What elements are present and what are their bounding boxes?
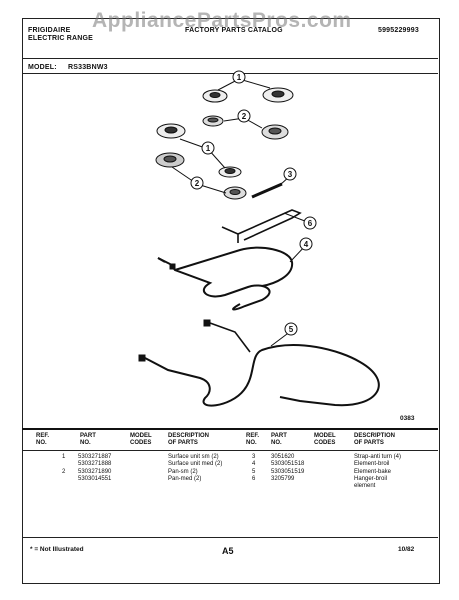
- header-divider: [22, 58, 438, 59]
- product-label: ELECTRIC RANGE: [28, 35, 94, 42]
- part-no-header: PART NO.: [271, 433, 287, 446]
- surface-unit-sm: [218, 166, 242, 178]
- catalog-number: 5995229993: [378, 27, 419, 34]
- model-label: MODEL:: [28, 64, 57, 71]
- callout-2-left: 2: [190, 176, 204, 190]
- element-bake: [144, 344, 380, 407]
- table-top-rule: [22, 428, 438, 430]
- callout-6: 6: [303, 216, 317, 230]
- description-header: DESCRIPTION OF PARTS: [168, 433, 210, 446]
- header-underline: [22, 450, 438, 451]
- page-number: A5: [222, 546, 234, 556]
- surface-unit-med: [156, 123, 186, 139]
- model-value: RS33BNW3: [68, 64, 108, 71]
- catalog-date: 10/82: [398, 546, 415, 553]
- figure-code: 0383: [400, 415, 415, 422]
- catalog-title: FACTORY PARTS CATALOG: [185, 27, 283, 34]
- pan-med: [155, 152, 185, 168]
- callout-1-top: 1: [232, 70, 246, 84]
- surface-unit-med: [262, 87, 294, 103]
- part-no-header: PART NO.: [80, 433, 96, 446]
- ref-no-header: REF. NO.: [246, 433, 260, 446]
- svg-text:2: 2: [195, 179, 200, 188]
- callout-2-top: 2: [237, 109, 251, 123]
- surface-unit-sm: [202, 89, 228, 103]
- brand-label: FRIGIDAIRE: [28, 27, 71, 34]
- svg-text:2: 2: [242, 112, 247, 121]
- page-frame: [22, 18, 440, 584]
- pan-med: [261, 124, 289, 140]
- svg-text:4: 4: [304, 240, 309, 249]
- callout-5: 5: [284, 322, 298, 336]
- callout-4: 4: [299, 237, 313, 251]
- svg-text:1: 1: [237, 73, 242, 82]
- svg-text:5: 5: [289, 325, 294, 334]
- pan-sm: [223, 186, 247, 200]
- pan-sm: [202, 115, 224, 127]
- svg-text:3: 3: [288, 170, 293, 179]
- footer-rule: [22, 537, 438, 538]
- hanger-broil-element: [221, 209, 302, 243]
- svg-text:6: 6: [308, 219, 313, 228]
- svg-text:1: 1: [206, 144, 211, 153]
- element-broil: [157, 257, 271, 311]
- not-illustrated-note: * = Not Illustrated: [30, 546, 84, 553]
- model-codes-header: MODEL CODES: [314, 433, 336, 446]
- ref-no-header: REF. NO.: [36, 433, 50, 446]
- callout-3: 3: [283, 167, 297, 181]
- model-divider: [22, 73, 438, 74]
- callout-1-left: 1: [201, 141, 215, 155]
- strap-anti-turn: [251, 182, 283, 199]
- model-codes-header: MODEL CODES: [130, 433, 152, 446]
- description-header: DESCRIPTION OF PARTS: [354, 433, 396, 446]
- watermark: AppliancePartsPros.com: [92, 9, 352, 32]
